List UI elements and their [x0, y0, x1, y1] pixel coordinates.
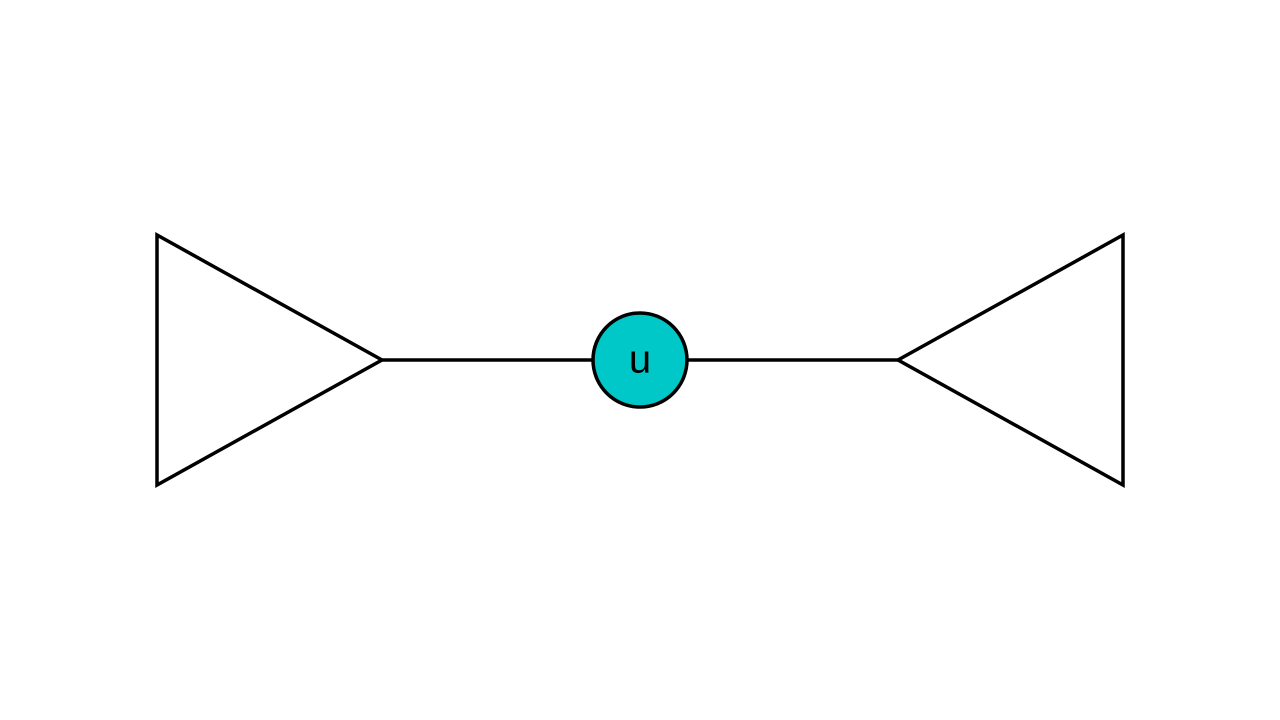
right-subtree-triangle: [894, 232, 1125, 488]
left-subtree-triangle: [155, 232, 386, 488]
center-node: u: [591, 311, 689, 409]
center-node-circle: [591, 311, 689, 409]
center-node-label: u: [629, 338, 651, 382]
